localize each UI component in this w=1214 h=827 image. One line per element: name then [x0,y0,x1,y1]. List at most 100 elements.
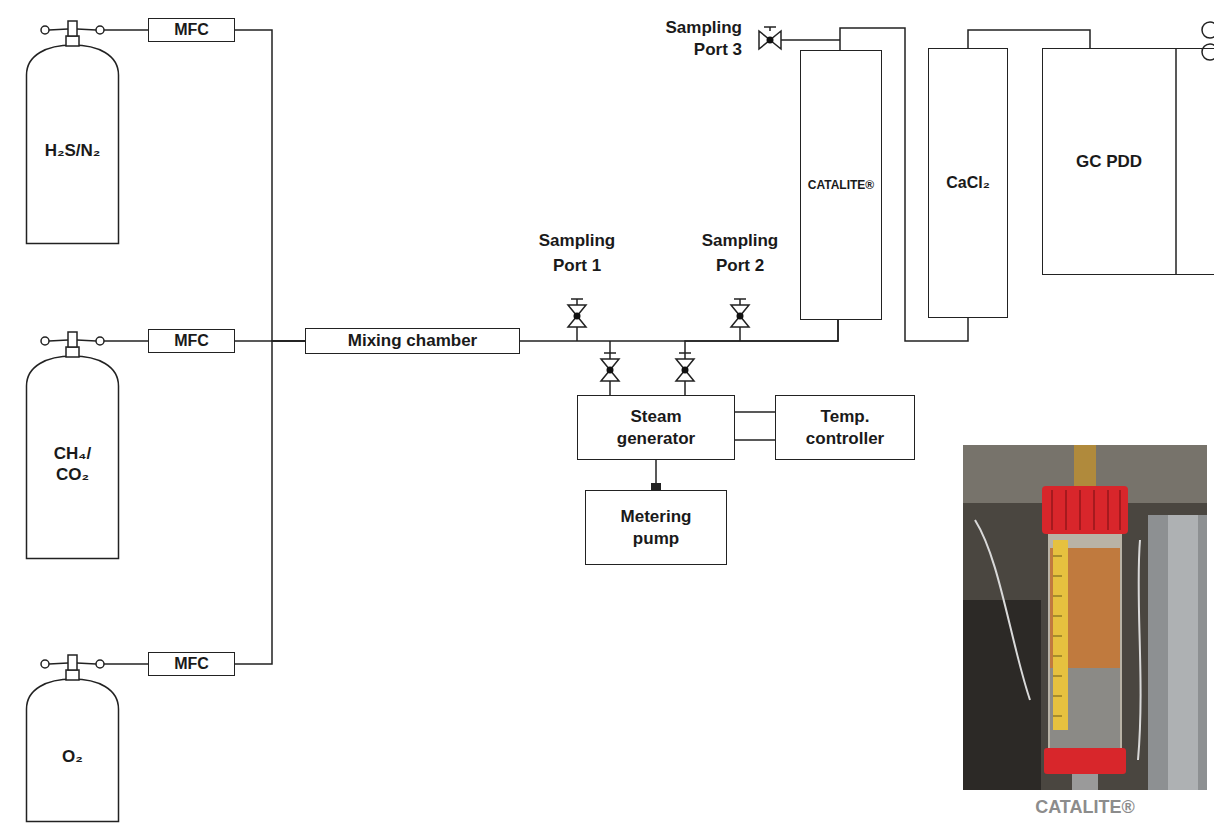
photo-fitting [1074,445,1096,487]
valve-knob [96,337,104,345]
cylinder-body [27,45,119,244]
ruler-tick [1053,676,1062,677]
cylinder-neck [66,36,79,46]
pipe-line [520,320,838,341]
valve-arm [49,663,68,664]
gas-cylinder: H₂S/N₂ [25,17,120,245]
photo-caption: CATALITE® [985,795,1185,820]
valve-arm [49,340,68,341]
cylinder-body [27,679,119,822]
node-text: Temp. controller [795,406,895,449]
pipe-line [104,340,148,342]
cylinder-body [27,356,119,559]
cap-ridge [1093,490,1095,530]
signal-wire [735,439,775,441]
node-text: MFC [174,654,209,674]
gc-port [1202,22,1214,38]
gc-divider [1175,48,1177,275]
valve-arm [77,29,96,30]
photo-ruler [1053,540,1068,730]
node-text: CATALITE® [808,178,874,193]
gc-port [1202,44,1214,60]
valve-handle [576,299,578,305]
pipe-stub [781,39,840,41]
valve-dot [737,313,744,320]
cylinder-valve [68,655,77,670]
pipe-line [104,663,148,665]
cylinder-neck [66,347,79,357]
column-photo [963,445,1207,790]
cap-ridge [1051,490,1053,530]
photo-tubing [975,520,1141,760]
node-text: Metering pump [606,506,706,549]
cap-ridge [1079,490,1081,530]
valve-handle [604,352,616,354]
valve-knob [41,660,49,668]
valve-dot [682,367,689,374]
cylinder-neck [66,670,79,680]
photo-tube [1048,534,1122,752]
node-text: MFC [174,331,209,351]
ruler-tick [1053,716,1062,717]
node-text: H₂S/N₂ [45,140,101,161]
ruler-tick [1053,616,1062,617]
valve-knob [41,26,49,34]
node-text: Steam generator [601,406,711,449]
cylinder-valve [68,332,77,347]
mfc-box: MFC [148,652,235,676]
sampling-port-label: Sampling Port 3 [640,17,742,61]
cap-ridge [1119,490,1121,530]
valve-dot [607,367,614,374]
cap-ridge [1065,490,1067,530]
valve-handle [739,299,741,305]
cylinder-outline [25,17,120,245]
photo-fitting [1072,774,1098,790]
pipe-line [685,320,838,395]
photo-top-cap [1042,486,1128,534]
cap-ridge [1107,490,1109,530]
mixing-chamber: Mixing chamber [305,328,520,353]
pipe-line [735,411,775,413]
pipe-line [235,30,305,341]
ruler-tick [1053,576,1062,577]
photo-background [963,445,1207,790]
node-text: CH₄/ CO₂ [50,443,96,486]
photo-bottom-cap [1044,748,1126,774]
pipe-line [104,29,148,31]
valve-arm [49,29,68,30]
pipe-line [235,341,305,664]
photo-gas-bottle [1168,515,1198,790]
pipe-line [968,30,1090,48]
valve-knob [96,660,104,668]
node-text: MFC [174,20,209,40]
ruler-tick [1053,556,1062,557]
node-text: CaCl₂ [946,173,990,193]
ruler-tick [1053,696,1062,697]
ruler-tick [1053,656,1062,657]
ruler-tick [1053,636,1062,637]
sampling-port-label: Sampling Port 2 [690,228,790,278]
gas-cylinder: O₂ [25,651,120,823]
node-text: Mixing chamber [348,330,477,351]
valve-arm [77,663,96,664]
cacl2-column: CaCl₂ [928,48,1008,318]
valve-knob [41,337,49,345]
pipe-stub [576,327,578,341]
valve-handle [769,27,771,31]
sampling-port-label: Sampling Port 1 [527,228,627,278]
node-text: GC PDD [1076,151,1142,172]
valve-dot [767,37,774,44]
valve-knob [96,26,104,34]
temp-controller: Temp. controller [775,395,915,460]
steam-generator: Steam generator [577,395,735,460]
ruler-tick [1053,596,1062,597]
cylinder-valve [68,21,77,36]
gas-cylinder: CH₄/ CO₂ [25,328,120,560]
valve-handle [679,352,691,354]
cylinder-outline [25,651,120,823]
mfc-box: MFC [148,329,235,353]
catalite-column: CATALITE® [800,50,882,320]
gc-pdd: GC PDD [1042,48,1214,275]
